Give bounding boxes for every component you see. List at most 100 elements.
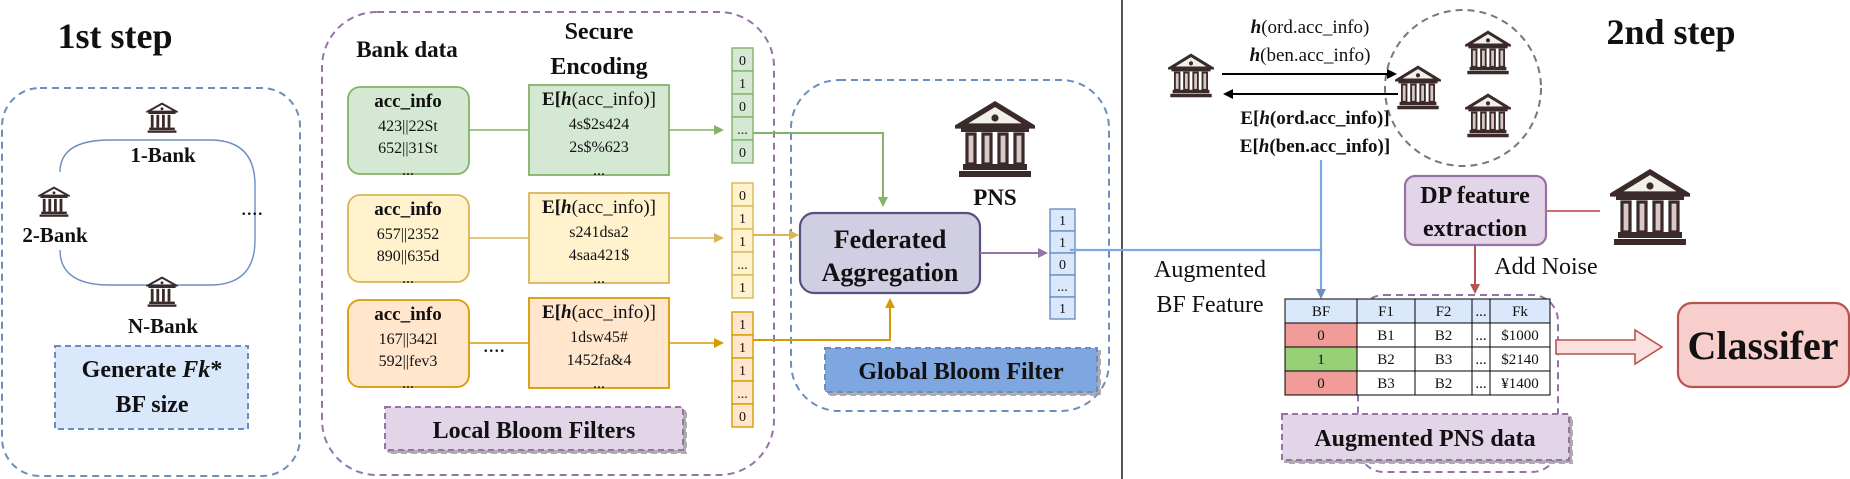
step1-container [1, 87, 301, 477]
encoding-row: ... [593, 375, 605, 392]
table-cell [1284, 370, 1358, 396]
add-noise-label: Add Noise [1494, 254, 1597, 280]
local-container [321, 11, 775, 476]
global-bit: ... [1057, 280, 1068, 295]
bloom-bit: 1 [739, 281, 746, 296]
secure-label-1: Secure [565, 19, 634, 45]
aug-bf-line-1: Augmented [1154, 257, 1266, 283]
table-header-cell [1356, 298, 1416, 324]
circle-bank-icon-2 [1465, 30, 1511, 76]
table-cell-text: B3 [1377, 376, 1395, 392]
bloom-bit: ... [737, 123, 748, 138]
step2-title: 2nd step [1606, 12, 1735, 52]
encoding-row: 4s$2s424 [569, 116, 629, 133]
table-cell-text: ... [1475, 328, 1486, 344]
generate-line-1: Generate Fk* [82, 357, 223, 383]
table-header-cell [1489, 298, 1551, 324]
bank-data-row: 592||fev3 [379, 353, 438, 370]
bloom-bit-cell [731, 274, 754, 299]
table-cell [1414, 370, 1473, 396]
encoding-row: 4saa421$ [569, 247, 629, 264]
global-bit-cell [1049, 296, 1076, 320]
global-bit: 1 [1059, 214, 1066, 229]
bloom-bit: 1 [739, 341, 746, 356]
encoding-row: 1452fa&4 [567, 352, 632, 369]
bank-data-header: acc_info [374, 304, 442, 325]
table-cell-text: 1 [1317, 352, 1325, 368]
table-header: F1 [1378, 304, 1394, 320]
global-bit: 1 [1059, 236, 1066, 251]
green-arrow [753, 132, 888, 207]
fed-line-2: Aggregation [822, 258, 959, 287]
dp-bank-icon [1614, 172, 1686, 245]
bank-label-n: N-Bank [128, 314, 198, 338]
fed-line-1: Federated [834, 225, 947, 254]
bank-data-row: 890||635d [377, 248, 439, 265]
generate-box [54, 345, 249, 430]
table-cell [1284, 346, 1358, 372]
dp-line-2: extraction [1423, 216, 1527, 242]
generate-line-2: BF size [115, 392, 188, 418]
table-cell-text: 0 [1317, 328, 1325, 344]
table-cell-text: $1000 [1501, 328, 1539, 344]
bank-icon-n [146, 276, 178, 308]
msg-bot-1: E[h(ord.acc_info)] [1240, 108, 1389, 129]
msg-bot-2: E[h(ben.acc_info)] [1240, 136, 1390, 157]
table-header: Fk [1512, 304, 1528, 320]
global-container [790, 79, 1110, 412]
table-cell [1356, 370, 1416, 396]
bank-data-row: ... [402, 270, 414, 287]
table-header: BF [1312, 304, 1330, 320]
dp-line-1: DP feature [1420, 183, 1530, 209]
msg-top-2: h(ben.acc_info) [1250, 45, 1371, 66]
aug-bf-line-2: BF Feature [1156, 292, 1263, 318]
bank-data-row: 423||22St [378, 118, 438, 135]
pns-circle [1384, 9, 1542, 167]
bank-ring [59, 139, 256, 286]
classifier-label: Classifer [1687, 323, 1838, 368]
classifier-box [1676, 301, 1850, 389]
bloom-bit-cell [731, 139, 754, 164]
encoding-header: E[h(acc_info)] [542, 197, 656, 218]
bloom-bit: 1 [739, 77, 746, 92]
pns-footer-box [1281, 413, 1570, 461]
bloom-bit: 1 [739, 364, 746, 379]
pns-footer-label: Augmented PNS data [1314, 426, 1535, 452]
bloom-bit: 0 [739, 54, 746, 69]
table-cell-text: B1 [1377, 328, 1395, 344]
global-bloom-filter: 1 1 0... 1 [1049, 208, 1076, 320]
circle-bank-icon-1 [1395, 65, 1441, 111]
step1-title: 1st step [58, 16, 173, 56]
bank-data-row: 652||31St [378, 140, 438, 157]
encoding-row: ... [593, 162, 605, 179]
table-cell-text: ¥1400 [1501, 376, 1539, 392]
bank-data-header: acc_info [374, 199, 442, 220]
bank-icon-2 [38, 186, 70, 218]
bloom-bit: 0 [739, 146, 746, 161]
encoding-row: 2s$%623 [569, 139, 629, 156]
encoding-box [528, 297, 670, 389]
bank-data-row: ... [402, 375, 414, 392]
orange-arrow [753, 298, 895, 341]
sender-bank-icon [1168, 53, 1214, 99]
table-cell-text: B2 [1435, 328, 1453, 344]
table-header: ... [1475, 304, 1486, 320]
global-bit: 0 [1059, 258, 1066, 273]
secure-label-2: Encoding [550, 54, 647, 80]
global-bit: 1 [1059, 302, 1066, 317]
bank-label-1: 1-Bank [130, 143, 196, 167]
bank-icon-1 [146, 102, 178, 134]
encoding-row: s241dsa2 [569, 224, 629, 241]
bank-data-header: acc_info [374, 91, 442, 112]
encoding-box [528, 84, 670, 176]
local-footer-box [384, 406, 684, 451]
pns-bank-icon [959, 104, 1031, 177]
table-cell [1356, 322, 1416, 348]
table-header: F2 [1436, 304, 1452, 320]
global-footer-box [824, 347, 1098, 393]
bloom-bit: 0 [739, 189, 746, 204]
table-cell-text: 0 [1317, 376, 1325, 392]
bank-data-label: Bank data [356, 37, 458, 62]
bloom-bit: 1 [739, 318, 746, 333]
table-cell-text: ... [1475, 376, 1486, 392]
